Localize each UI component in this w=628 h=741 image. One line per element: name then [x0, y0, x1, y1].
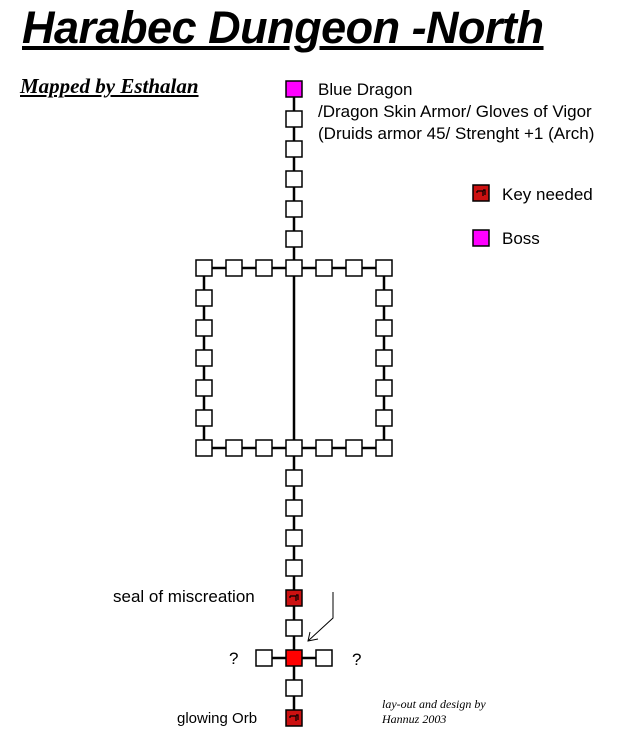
room — [255, 649, 273, 667]
boss-drop-details: (Druids armor 45/ Strenght +1 (Arch) — [318, 124, 595, 143]
room — [315, 439, 333, 457]
room — [285, 259, 303, 277]
room — [195, 319, 213, 337]
legend-key-icon — [472, 184, 490, 202]
room — [195, 409, 213, 427]
orb-label: glowing Orb — [177, 710, 258, 727]
unknown-left-label: ? — [229, 649, 239, 668]
boss-name: Blue Dragon — [318, 80, 413, 99]
unknown-right-label: ? — [352, 650, 362, 669]
room — [315, 259, 333, 277]
credit-line-2: Hannuz 2003 — [382, 712, 447, 726]
room — [375, 259, 393, 277]
room — [375, 319, 393, 337]
arrow-line — [307, 592, 334, 642]
credit-line-1: lay-out and design by — [382, 697, 486, 711]
boss-drops: /Dragon Skin Armor/ Gloves of Vigor — [318, 102, 592, 121]
locked-room-icon — [285, 589, 303, 607]
room — [285, 499, 303, 517]
locked-room-icon — [285, 709, 303, 727]
room — [285, 230, 303, 248]
room — [375, 379, 393, 397]
key-icon — [476, 189, 486, 196]
room — [255, 439, 273, 457]
legend-key-needed: Key needed — [502, 185, 593, 204]
room — [285, 170, 303, 188]
marked-room — [285, 649, 303, 667]
room — [195, 259, 213, 277]
mapped-by: Mapped by Esthalan — [20, 74, 199, 98]
room — [225, 259, 243, 277]
room — [285, 679, 303, 697]
room — [195, 379, 213, 397]
room — [285, 200, 303, 218]
room — [315, 649, 333, 667]
boss-room-icon — [285, 80, 303, 98]
key-icon — [289, 714, 299, 721]
room — [375, 439, 393, 457]
room — [285, 439, 303, 457]
seal-label: seal of miscreation — [113, 587, 255, 606]
room — [255, 259, 273, 277]
room — [285, 110, 303, 128]
legend-boss: Boss — [502, 229, 540, 248]
room — [285, 619, 303, 637]
arrow-head-icon — [307, 631, 319, 642]
room — [285, 469, 303, 487]
room — [345, 259, 363, 277]
room — [285, 559, 303, 577]
room — [345, 439, 363, 457]
map-title: Harabec Dungeon -North — [22, 2, 544, 53]
key-icon — [289, 594, 299, 601]
room — [225, 439, 243, 457]
room — [285, 140, 303, 158]
credit: lay-out and design by Hannuz 2003 — [382, 697, 486, 727]
room — [375, 349, 393, 367]
room — [285, 529, 303, 547]
room — [375, 409, 393, 427]
legend-boss-icon — [472, 229, 490, 247]
room — [195, 289, 213, 307]
room — [375, 289, 393, 307]
room — [195, 439, 213, 457]
room — [195, 349, 213, 367]
